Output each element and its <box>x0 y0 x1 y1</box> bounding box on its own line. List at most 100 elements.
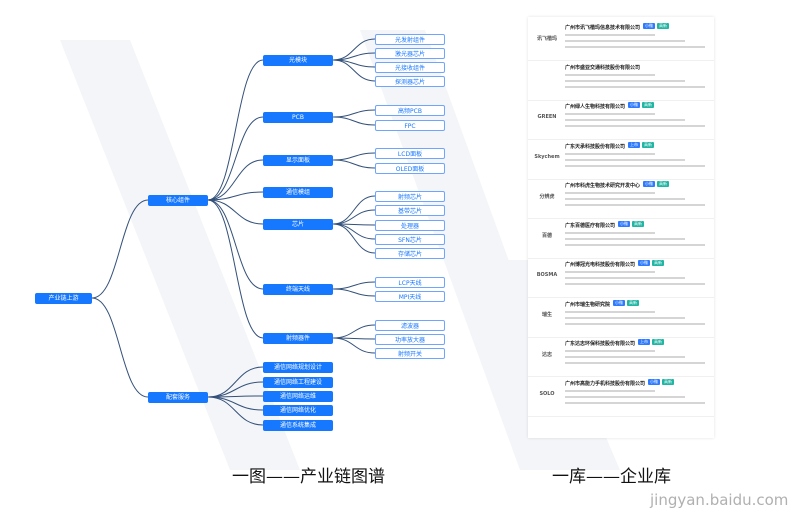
caption-left: 一图——产业链图谱 <box>232 467 385 487</box>
connector-line <box>332 337 376 354</box>
company-detail-line <box>565 119 685 121</box>
company-tag: 小微 <box>613 299 625 306</box>
company-detail-line <box>565 164 705 167</box>
company-detail-line <box>565 237 685 240</box>
company-name[interactable]: 广东天承科技股份有限公司 <box>565 143 626 150</box>
company-tag: 高新 <box>627 299 639 306</box>
connector-line <box>207 366 264 398</box>
company-list-item[interactable]: BOSMA 广州博冠光电科技股份有限公司小微高新 <box>528 257 714 298</box>
leaf-node: 功率放大器 <box>375 333 445 345</box>
branch-node: 芯片 <box>263 218 333 230</box>
company-name[interactable]: 广东达志环保科技股份有限公司 <box>565 341 636 347</box>
connector-line <box>332 288 376 297</box>
company-list-item[interactable]: 广州市盛亚交通科技股份有限公司 <box>528 60 714 101</box>
connector-line <box>207 116 264 201</box>
company-list-item[interactable]: 百德广东百德医疗有限公司小微高新 <box>528 218 714 259</box>
leaf-node: 基带芯片 <box>375 204 445 216</box>
company-detail-line <box>565 125 705 127</box>
company-name[interactable]: 广州绿人生物科技有限公司 <box>565 104 626 110</box>
company-detail-line <box>565 46 705 48</box>
leaf-node: 处理器 <box>375 219 445 231</box>
company-name[interactable]: 广州市高能力手机科技股份有限公司 <box>565 380 646 387</box>
branch-node: 终端天线 <box>263 283 333 295</box>
company-detail-line <box>565 277 685 279</box>
leaf-node: MPI天线 <box>375 290 445 302</box>
company-tag: 高新 <box>657 23 669 29</box>
leaf-node: 光接收组件 <box>375 61 445 73</box>
leaf-node: 射频芯片 <box>375 190 445 202</box>
caption-right: 一库——企业库 <box>552 467 671 487</box>
company-logo: 讯飞楷玛 <box>536 35 557 42</box>
connector-line <box>207 59 264 201</box>
company-logo: BOSMA <box>536 272 558 278</box>
company-name[interactable]: 广州市盛亚交通科技股份有限公司 <box>565 64 641 71</box>
root-node: 产业链上游 <box>35 292 92 304</box>
company-detail-line <box>565 34 655 36</box>
company-tag: 小微 <box>638 260 650 266</box>
company-tag: 高新 <box>662 378 674 385</box>
branch-node: 光模块 <box>263 54 333 66</box>
connector-line <box>332 223 376 254</box>
company-detail-line <box>565 85 705 88</box>
company-detail-line <box>565 198 685 200</box>
company-tag: 小微 <box>628 102 640 108</box>
company-list-item[interactable]: 达志 广东达志环保科技股份有限公司上市高新 <box>528 336 714 377</box>
company-logo: 达志 <box>541 351 552 358</box>
branch-node: 通信网络规划设计 <box>263 361 333 373</box>
leaf-node: SFN芯片 <box>375 233 445 245</box>
connector-line <box>332 59 376 82</box>
connector-line <box>207 199 264 290</box>
company-tag: 高新 <box>652 260 664 266</box>
company-detail-line <box>565 362 705 364</box>
connector-line <box>332 281 376 290</box>
branch-node: 通信系统集成 <box>263 419 333 431</box>
company-list-item[interactable]: 瑞生广州市瑞生物研究院小微高新 <box>528 297 714 338</box>
company-detail-line <box>565 231 655 234</box>
company-tag: 小微 <box>643 23 655 29</box>
company-tag: 小微 <box>618 220 630 227</box>
company-logo <box>533 64 561 92</box>
company-detail-line <box>565 79 685 82</box>
branch-node: 通信网络优化 <box>263 404 333 416</box>
company-name[interactable]: 广东百德医疗有限公司 <box>565 222 616 229</box>
connector-line <box>207 396 264 411</box>
company-logo: GREEN <box>537 114 557 120</box>
company-logo: 分辨虎 <box>539 193 555 200</box>
leaf-node: 激光器芯片 <box>375 47 445 59</box>
connector-line <box>332 116 376 126</box>
group-node: 核心组件 <box>148 194 208 206</box>
company-list-item[interactable]: 讯飞楷玛 广州市讯飞楷玛信息技术有限公司小微高新 <box>528 20 714 61</box>
mindmap-connectors <box>91 38 376 426</box>
company-name[interactable]: 广州市讯飞楷玛信息技术有限公司 <box>565 25 641 31</box>
group-node: 配套服务 <box>148 391 208 403</box>
company-detail-line <box>565 158 685 161</box>
connector-line <box>332 152 376 161</box>
company-detail-line <box>565 283 705 285</box>
company-detail-line <box>565 204 705 206</box>
company-list-item[interactable]: 分辨虎广州市科虎生物技术研究开发中心小微高新 <box>528 178 714 219</box>
branch-node: 射频器件 <box>263 332 333 344</box>
connector-line <box>207 396 264 426</box>
branch-node: 通信模组 <box>263 186 333 198</box>
company-detail-line <box>565 310 655 313</box>
company-detail-line <box>565 389 655 392</box>
leaf-node: OLED面板 <box>375 162 445 174</box>
company-detail-line <box>565 192 655 194</box>
connector-line <box>207 159 264 201</box>
company-name[interactable]: 广州市科虎生物技术研究开发中心 <box>565 183 641 189</box>
branch-node: 通信网络运维 <box>263 390 333 402</box>
leaf-node: 高频PCB <box>375 104 445 116</box>
company-logo: Skychem <box>534 153 560 160</box>
leaf-node: 存储芯片 <box>375 247 445 259</box>
company-name[interactable]: 广州市瑞生物研究院 <box>565 301 611 308</box>
connector-line <box>207 381 264 398</box>
connector-line <box>332 223 376 240</box>
company-tag: 上市 <box>638 339 650 345</box>
company-name[interactable]: 广州博冠光电科技股份有限公司 <box>565 262 636 268</box>
company-detail-line <box>565 152 655 155</box>
company-tag: 高新 <box>652 339 664 345</box>
company-tag: 小微 <box>643 181 655 187</box>
